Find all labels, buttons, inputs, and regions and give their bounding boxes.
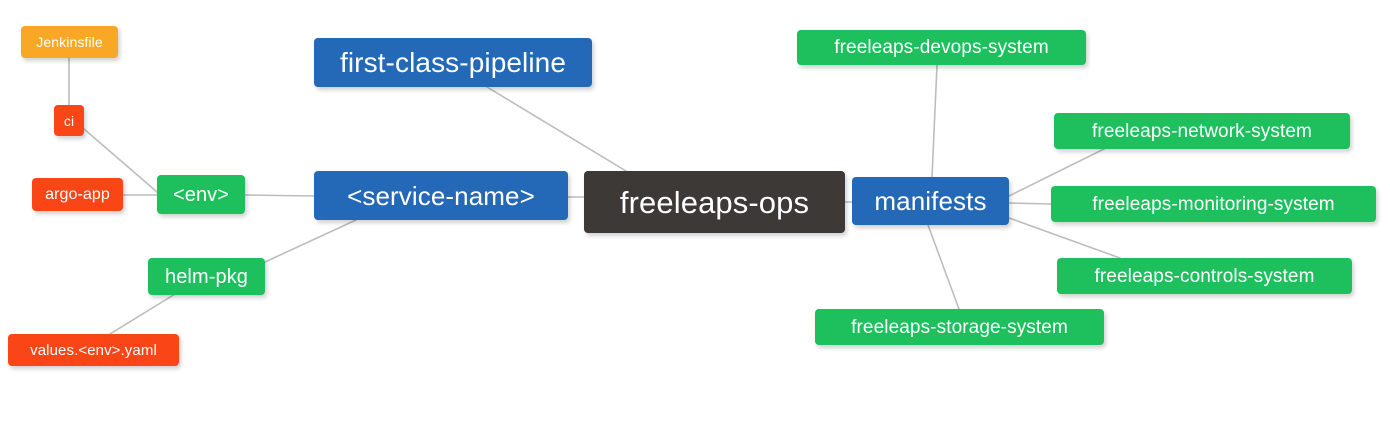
edge-env-to-service-name xyxy=(244,194,315,197)
node-label-env: <env> xyxy=(172,183,230,206)
edge-manifests-to-freeleaps-devops-system xyxy=(931,64,938,178)
node-label-argo-app: argo-app xyxy=(45,185,110,203)
node-label-freeleaps-network-system: freeleaps-network-system xyxy=(1092,120,1312,142)
edge-manifests-to-freeleaps-storage-system xyxy=(927,224,960,310)
node-env[interactable]: <env> xyxy=(157,175,245,214)
edge-manifests-to-freeleaps-controls-system xyxy=(1008,217,1121,259)
node-label-freeleaps-storage-system: freeleaps-storage-system xyxy=(851,316,1068,338)
node-values-env-yaml[interactable]: values.<env>.yaml xyxy=(8,334,179,366)
node-first-class-pipeline[interactable]: first-class-pipeline xyxy=(314,38,592,87)
node-label-first-class-pipeline: first-class-pipeline xyxy=(339,46,567,78)
node-helm-pkg[interactable]: helm-pkg xyxy=(148,258,265,295)
node-freeleaps-controls-system[interactable]: freeleaps-controls-system xyxy=(1057,258,1352,294)
node-ci[interactable]: ci xyxy=(54,105,84,136)
edge-first-class-pipeline-to-freeleaps-ops xyxy=(486,86,627,172)
node-argo-app[interactable]: argo-app xyxy=(32,178,123,211)
node-label-freeleaps-monitoring-system: freeleaps-monitoring-system xyxy=(1092,193,1335,215)
node-freeleaps-ops[interactable]: freeleaps-ops xyxy=(584,171,845,233)
edge-service-name-to-helm-pkg xyxy=(264,219,357,263)
node-label-manifests: manifests xyxy=(874,186,987,216)
node-freeleaps-storage-system[interactable]: freeleaps-storage-system xyxy=(815,309,1104,345)
node-label-ci: ci xyxy=(63,112,75,129)
node-freeleaps-monitoring-system[interactable]: freeleaps-monitoring-system xyxy=(1051,186,1376,222)
node-service-name[interactable]: <service-name> xyxy=(314,171,568,220)
node-label-freeleaps-devops-system: freeleaps-devops-system xyxy=(834,37,1049,58)
edge-manifests-to-freeleaps-monitoring-system xyxy=(1008,202,1052,205)
node-label-helm-pkg: helm-pkg xyxy=(164,265,249,288)
node-jenkinsfile[interactable]: Jenkinsfile xyxy=(21,26,118,58)
node-freeleaps-network-system[interactable]: freeleaps-network-system xyxy=(1054,113,1350,149)
node-label-jenkinsfile: Jenkinsfile xyxy=(36,34,103,50)
node-label-freeleaps-controls-system: freeleaps-controls-system xyxy=(1094,265,1315,287)
edge-helm-pkg-to-values-env-yaml xyxy=(109,293,176,335)
node-manifests[interactable]: manifests xyxy=(852,177,1009,225)
node-freeleaps-devops-system[interactable]: freeleaps-devops-system xyxy=(797,30,1086,65)
node-label-freeleaps-ops: freeleaps-ops xyxy=(619,184,810,220)
node-label-service-name: <service-name> xyxy=(347,180,535,211)
node-label-values-env-yaml: values.<env>.yaml xyxy=(30,341,157,359)
